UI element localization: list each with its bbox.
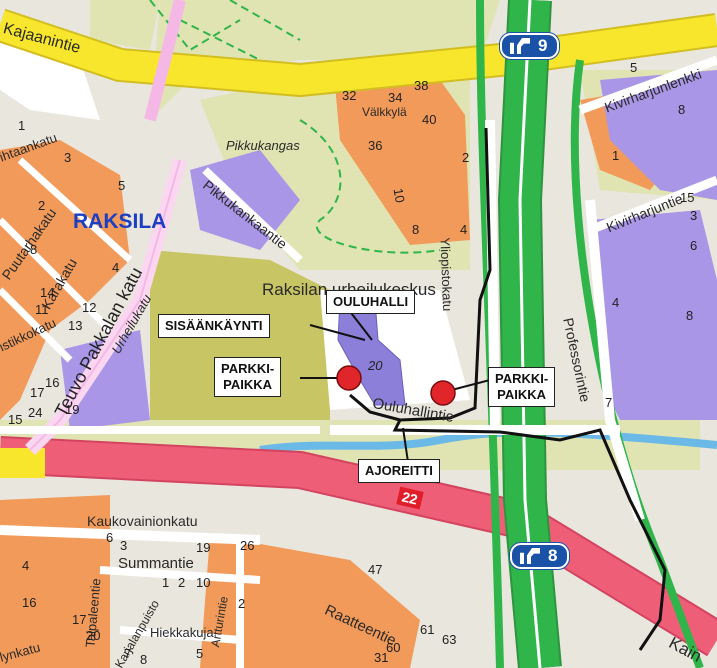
street-kaukovainionkatu: Kaukovainionkatu xyxy=(87,513,198,529)
house-number: 10 xyxy=(196,575,211,590)
street-hiekkakuja: Hiekkakuja xyxy=(150,625,214,640)
house-number: 11 xyxy=(35,302,49,317)
house-number: 17 xyxy=(30,385,45,400)
callout-driving-route: AJOREITTI xyxy=(358,459,440,483)
callout-ouluhalli: OULUHALLI xyxy=(326,290,416,314)
house-number: 3 xyxy=(120,538,128,553)
house-number: 4 xyxy=(22,558,30,573)
house-number: 16 xyxy=(22,595,37,610)
house-number: 5 xyxy=(118,178,126,193)
house-number: 19 xyxy=(196,540,211,555)
route-9-shield: 9 xyxy=(500,33,560,59)
parking-marker-left[interactable] xyxy=(336,365,362,391)
house-number: 14 xyxy=(40,285,55,300)
street-yliopistokatu: Yliopistokatu xyxy=(437,237,456,312)
house-number: 6 xyxy=(690,238,698,253)
street-pikkukangas: Pikkukangas xyxy=(226,138,300,153)
house-number: 5 xyxy=(630,60,638,75)
route-8-shield: 8 xyxy=(510,543,570,569)
house-number: 4 xyxy=(112,260,120,275)
house-number: 15 xyxy=(8,412,23,427)
house-number: 8 xyxy=(412,222,420,237)
house-number: 4 xyxy=(460,222,468,237)
house-number: 40 xyxy=(422,112,437,127)
house-number: 38 xyxy=(414,78,429,93)
motorway-icon xyxy=(520,548,540,564)
house-number: 2 xyxy=(462,150,470,165)
house-number: 1 xyxy=(18,118,26,133)
house-number: 1 xyxy=(612,148,620,163)
house-number: 61 xyxy=(420,622,435,637)
house-number: 7 xyxy=(124,646,132,661)
motorway-icon xyxy=(510,38,530,54)
house-number: 8 xyxy=(686,308,694,323)
callout-parking-left-line2: PAIKKA xyxy=(223,377,273,392)
house-number: 31 xyxy=(374,650,389,665)
callout-parking-right-line1: PARKKI- xyxy=(495,371,549,386)
house-number: 60 xyxy=(386,640,401,655)
area-valkkyla: Välkkylä xyxy=(362,105,407,119)
route-9-number: 9 xyxy=(538,36,548,55)
house-number: 20 xyxy=(368,358,383,373)
callout-parking-left: PARKKI- PAIKKA xyxy=(214,357,282,397)
house-number: 63 xyxy=(442,632,457,647)
house-number: 1 xyxy=(162,575,170,590)
house-number: 24 xyxy=(28,405,43,420)
house-number: 3 xyxy=(690,208,698,223)
route-8-number: 8 xyxy=(548,546,558,565)
house-number: 36 xyxy=(368,138,383,153)
house-number: 5 xyxy=(196,646,204,661)
house-number: 17 xyxy=(72,612,87,627)
callout-parking-left-line1: PARKKI- xyxy=(221,361,275,376)
house-number: 20 xyxy=(86,628,101,643)
district-label: RAKSILA xyxy=(73,210,167,233)
house-number: 8 xyxy=(30,242,38,257)
house-number: 8 xyxy=(140,652,148,667)
house-number: 16 xyxy=(45,375,60,390)
callout-entrance: SISÄÄNKÄYNTI xyxy=(158,314,270,338)
house-number: 2 xyxy=(238,596,246,611)
parking-marker-right[interactable] xyxy=(430,380,456,406)
house-number: 12 xyxy=(82,300,97,315)
house-number: 3 xyxy=(64,150,72,165)
house-number: 19 xyxy=(65,402,80,417)
house-number: 13 xyxy=(68,318,83,333)
house-number: 8 xyxy=(678,102,686,117)
house-number: 10 xyxy=(390,187,408,204)
house-number: 26 xyxy=(240,538,255,553)
house-number: 6 xyxy=(106,530,114,545)
callout-parking-right-line2: PAIKKA xyxy=(497,387,547,402)
house-number: 32 xyxy=(342,88,357,103)
house-number: 15 xyxy=(680,190,695,205)
house-number: 2 xyxy=(178,575,186,590)
house-number: 7 xyxy=(605,395,613,410)
house-number: 2 xyxy=(38,198,46,213)
callout-parking-right: PARKKI- PAIKKA xyxy=(488,367,556,407)
street-summantie: Summantie xyxy=(118,555,194,572)
house-number: 34 xyxy=(388,90,403,105)
house-number: 4 xyxy=(612,295,620,310)
house-number: 47 xyxy=(368,562,383,577)
